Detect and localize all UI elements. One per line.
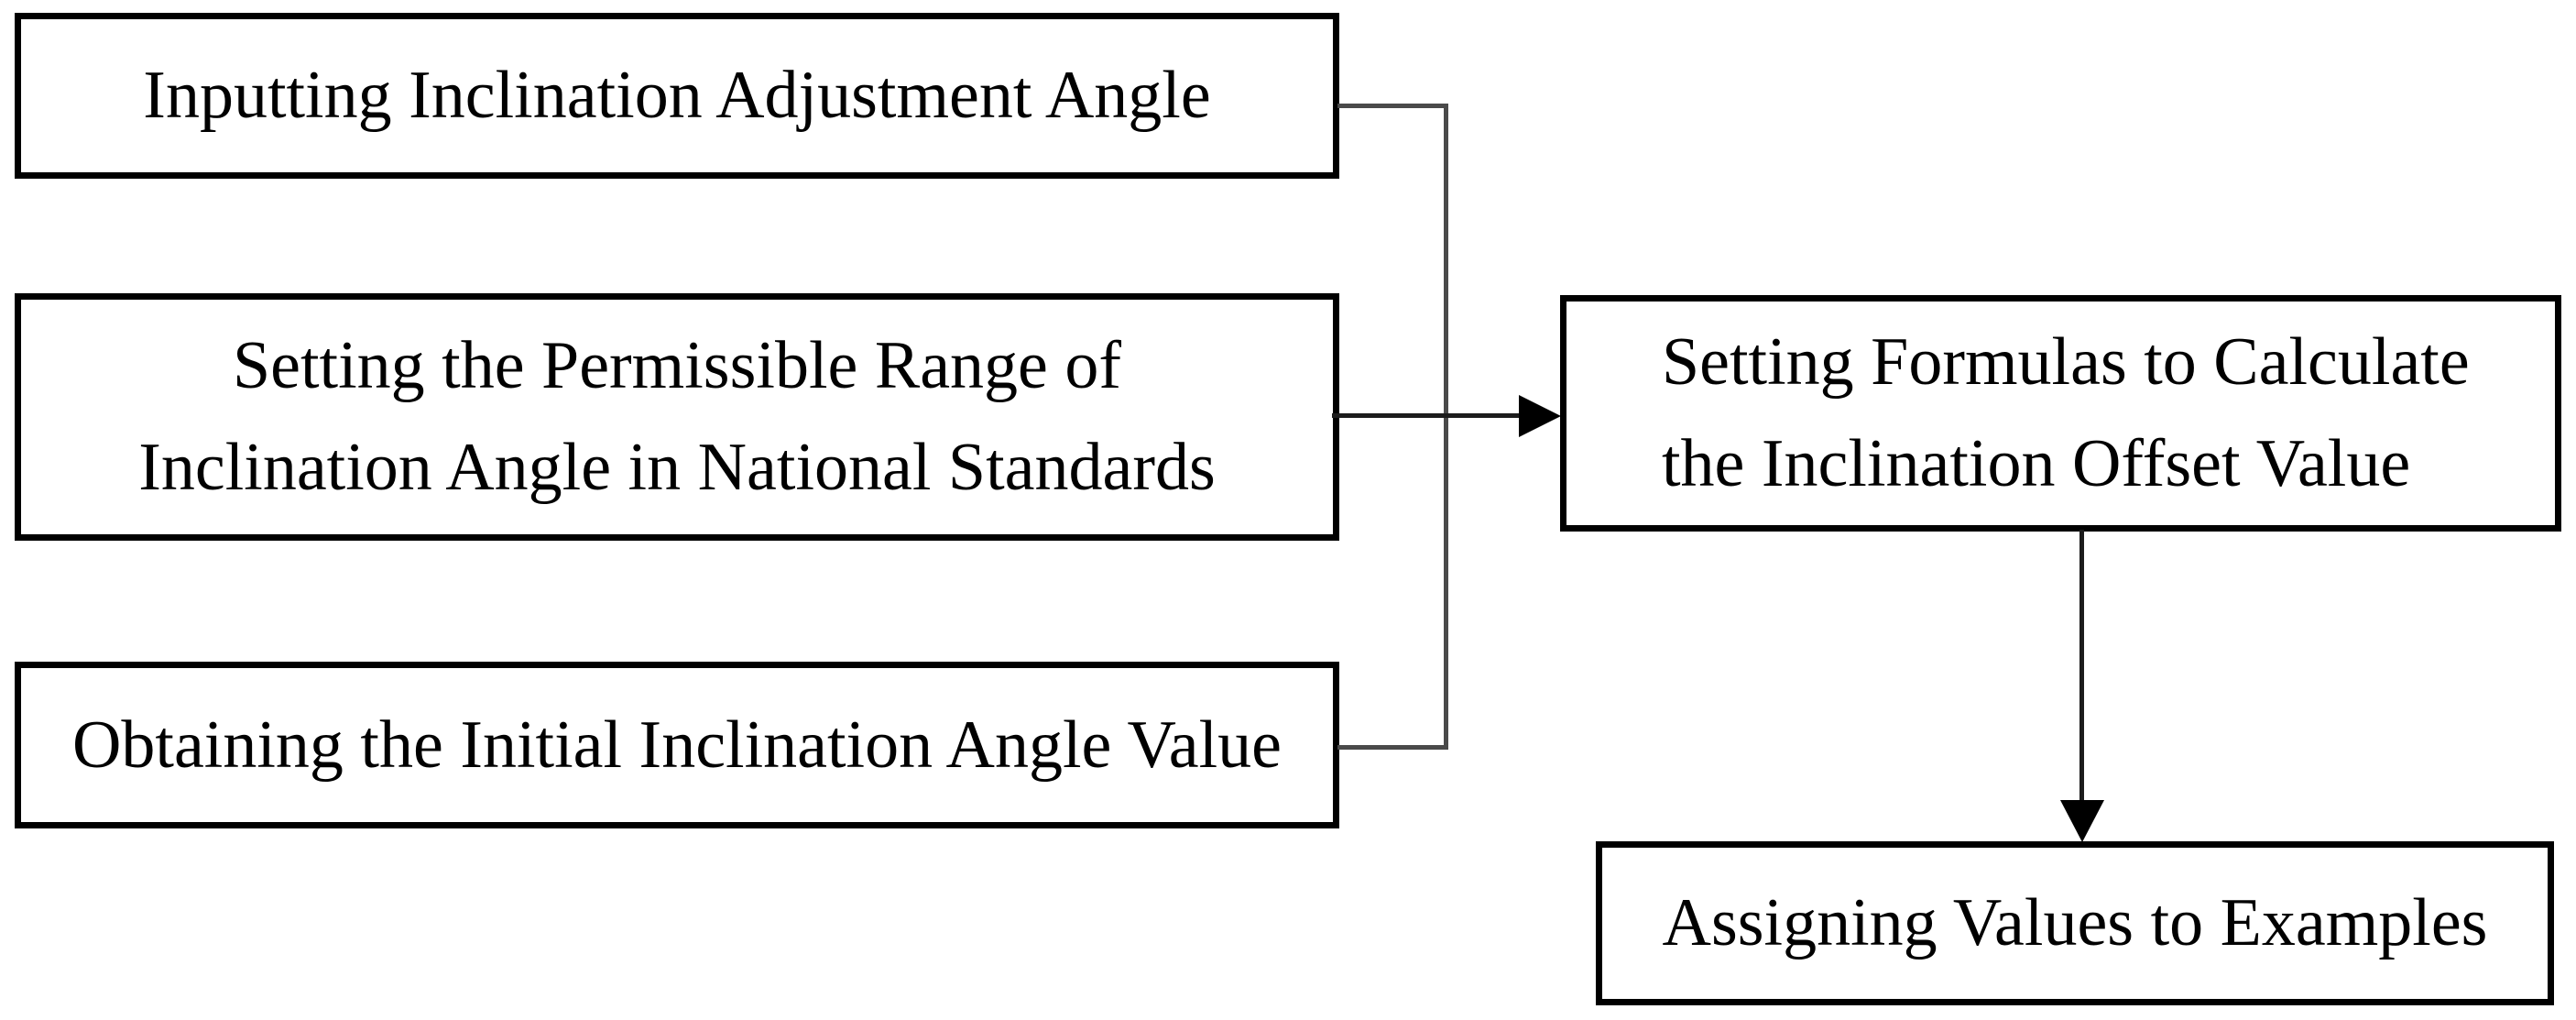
flow-box-inputting-inclination-adjustment-angle: Inputting Inclination Adjustment Angle bbox=[15, 13, 1339, 179]
connector-input-angle-horizontal bbox=[1337, 104, 1448, 108]
flow-box-label: Assigning Values to Examples bbox=[1662, 885, 2488, 960]
flow-box-label: Inputting Inclination Adjustment Angle bbox=[143, 58, 1211, 133]
arrowhead-down-icon bbox=[2060, 800, 2104, 842]
flow-box-assigning-values: Assigning Values to Examples bbox=[1596, 841, 2554, 1005]
connector-arrow-to-assign-shaft bbox=[2079, 530, 2084, 805]
flow-box-label-line-2: the Inclination Offset Value bbox=[1662, 426, 2411, 501]
flow-box-label-line-1: Setting Formulas to Calculate bbox=[1662, 324, 2470, 400]
arrowhead-right-icon bbox=[1519, 395, 1561, 437]
connector-vertical-bus bbox=[1444, 104, 1448, 750]
flow-box-label-line-1: Setting the Permissible Range of bbox=[232, 328, 1122, 403]
connector-arrow-to-formulas-shaft bbox=[1332, 413, 1526, 418]
flow-box-obtaining-initial-inclination-angle: Obtaining the Initial Inclination Angle … bbox=[15, 662, 1339, 828]
flow-box-label: Obtaining the Initial Inclination Angle … bbox=[71, 707, 1283, 783]
flow-box-label-line-2: Inclination Angle in National Standards bbox=[138, 430, 1216, 505]
flow-box-setting-permissible-range: Setting the Permissible Range of Inclina… bbox=[15, 293, 1339, 541]
connector-initial-value-horizontal bbox=[1337, 745, 1448, 750]
flow-box-setting-formulas: Setting Formulas to Calculate the Inclin… bbox=[1560, 295, 2561, 532]
